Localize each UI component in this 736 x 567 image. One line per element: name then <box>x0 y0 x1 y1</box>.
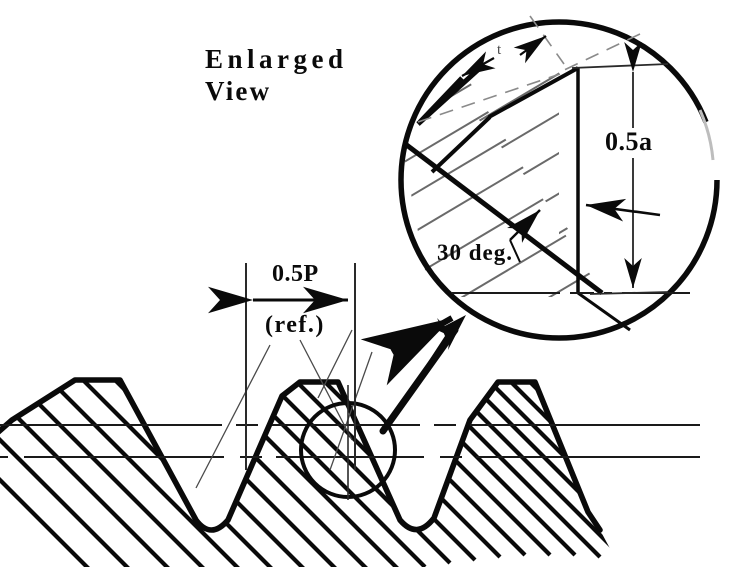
thickness-dimension <box>461 35 547 77</box>
enlarged-view-label-line2: View <box>205 76 272 107</box>
flank-construction-lines <box>195 329 373 489</box>
edge-pointer-arrow <box>585 198 661 222</box>
angle-leader-tail <box>509 239 521 263</box>
half-a-extension-bottom <box>589 291 669 295</box>
edge-pointer <box>585 198 661 222</box>
angle-leader <box>507 209 541 263</box>
inner-face-line <box>488 66 579 119</box>
detail-entry-pointer <box>360 315 454 386</box>
half-pitch-dimension-label: 0.5P <box>272 261 319 287</box>
half-a-extension-top <box>571 63 669 69</box>
thread-outline <box>0 377 603 533</box>
angle-leader-arrow <box>507 209 541 243</box>
half-a-dimension <box>571 42 669 295</box>
half-a-dimension-label: 0.5a <box>605 127 653 156</box>
wedge-lower-edge <box>577 291 631 332</box>
enlarged-detail-view <box>360 15 721 386</box>
inner-face-line-lower <box>430 115 492 174</box>
detail-construction-dashes <box>417 15 641 123</box>
thickness-dimension-label: t <box>497 42 502 58</box>
reference-note-label: (ref.) <box>265 312 325 338</box>
enlarged-view-label-line1: Enlarged <box>205 44 348 74</box>
detail-entry-arrow <box>360 315 454 386</box>
thread-profile-group <box>0 329 700 567</box>
half-pitch-dimension <box>208 263 356 470</box>
flank-line <box>402 141 604 295</box>
angle-dimension-label: 30 deg. <box>437 240 513 265</box>
